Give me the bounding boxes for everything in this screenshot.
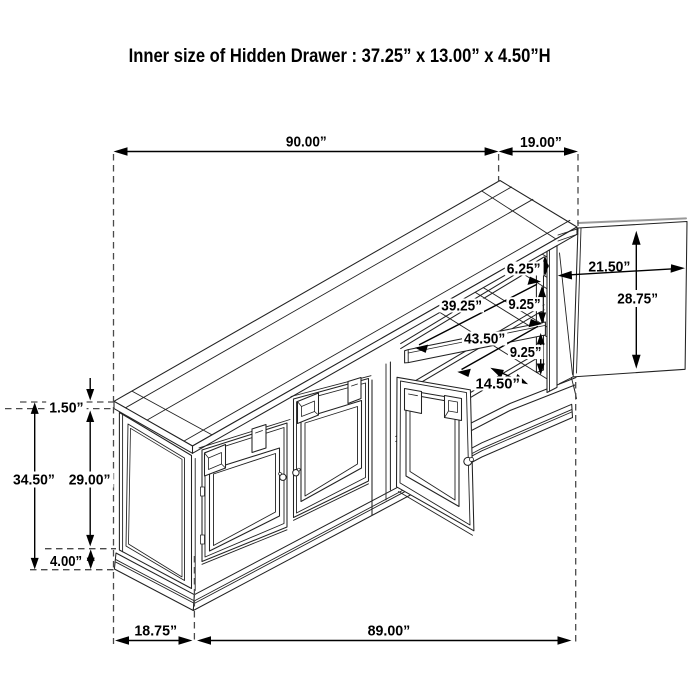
svg-text:21.50”: 21.50” (588, 259, 630, 276)
svg-text:Inner size of Hidden Drawer :: Inner size of Hidden Drawer : 37.25” x 1… (129, 46, 551, 67)
svg-text:89.00”: 89.00” (368, 623, 411, 640)
svg-text:29.00”: 29.00” (69, 472, 111, 489)
svg-text:19.00”: 19.00” (520, 134, 562, 151)
svg-text:28.75”: 28.75” (617, 291, 658, 308)
svg-text:14.50”: 14.50” (476, 376, 520, 393)
svg-text:6.25”: 6.25” (507, 261, 541, 278)
svg-text:39.25”: 39.25” (441, 298, 482, 315)
svg-text:90.00”: 90.00” (286, 134, 327, 151)
svg-text:34.50”: 34.50” (13, 472, 55, 489)
svg-text:9.25”: 9.25” (510, 344, 542, 361)
svg-text:1.50”: 1.50” (49, 400, 83, 417)
svg-text:43.50”: 43.50” (464, 331, 505, 348)
svg-text:4.00”: 4.00” (50, 553, 82, 570)
svg-text:9.25”: 9.25” (508, 296, 540, 313)
svg-text:18.75”: 18.75” (134, 623, 177, 640)
